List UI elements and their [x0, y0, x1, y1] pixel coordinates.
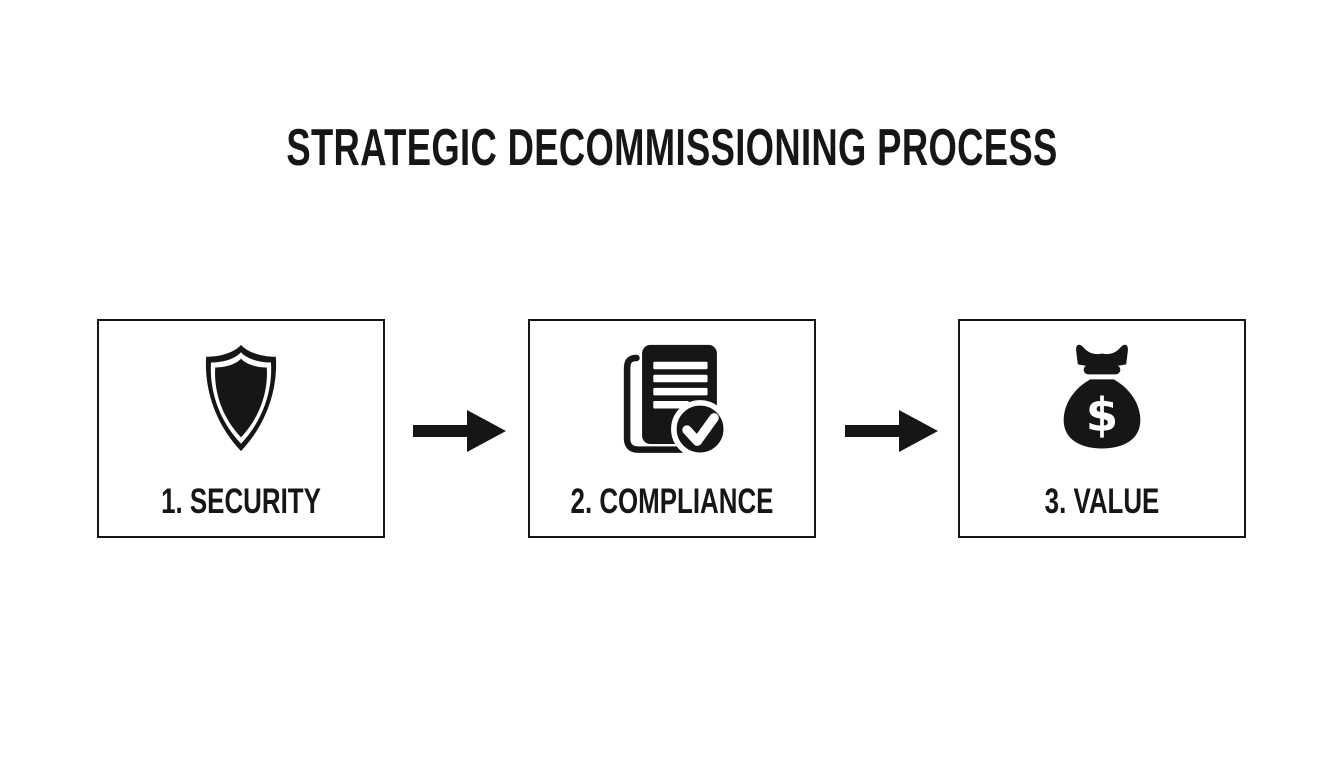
svg-text:$: $ [1086, 389, 1118, 443]
shield-icon [197, 343, 285, 453]
document-check-icon [614, 343, 730, 459]
money-bag-icon: $ [1056, 341, 1148, 451]
arrow-right-icon [845, 401, 939, 461]
step-box-security: 1. SECURITY [97, 319, 385, 538]
step-box-value: $ 3. VALUE [958, 319, 1246, 538]
step-label-value: 3. VALUE [1044, 482, 1160, 521]
arrow-right-icon [413, 401, 507, 461]
step-box-compliance: 2. COMPLIANCE [528, 319, 816, 538]
diagram-title: STRATEGIC DECOMMISSIONING PROCESS [286, 119, 1058, 177]
step-label-compliance: 2. COMPLIANCE [570, 482, 774, 521]
step-label-security: 1. SECURITY [161, 482, 321, 521]
